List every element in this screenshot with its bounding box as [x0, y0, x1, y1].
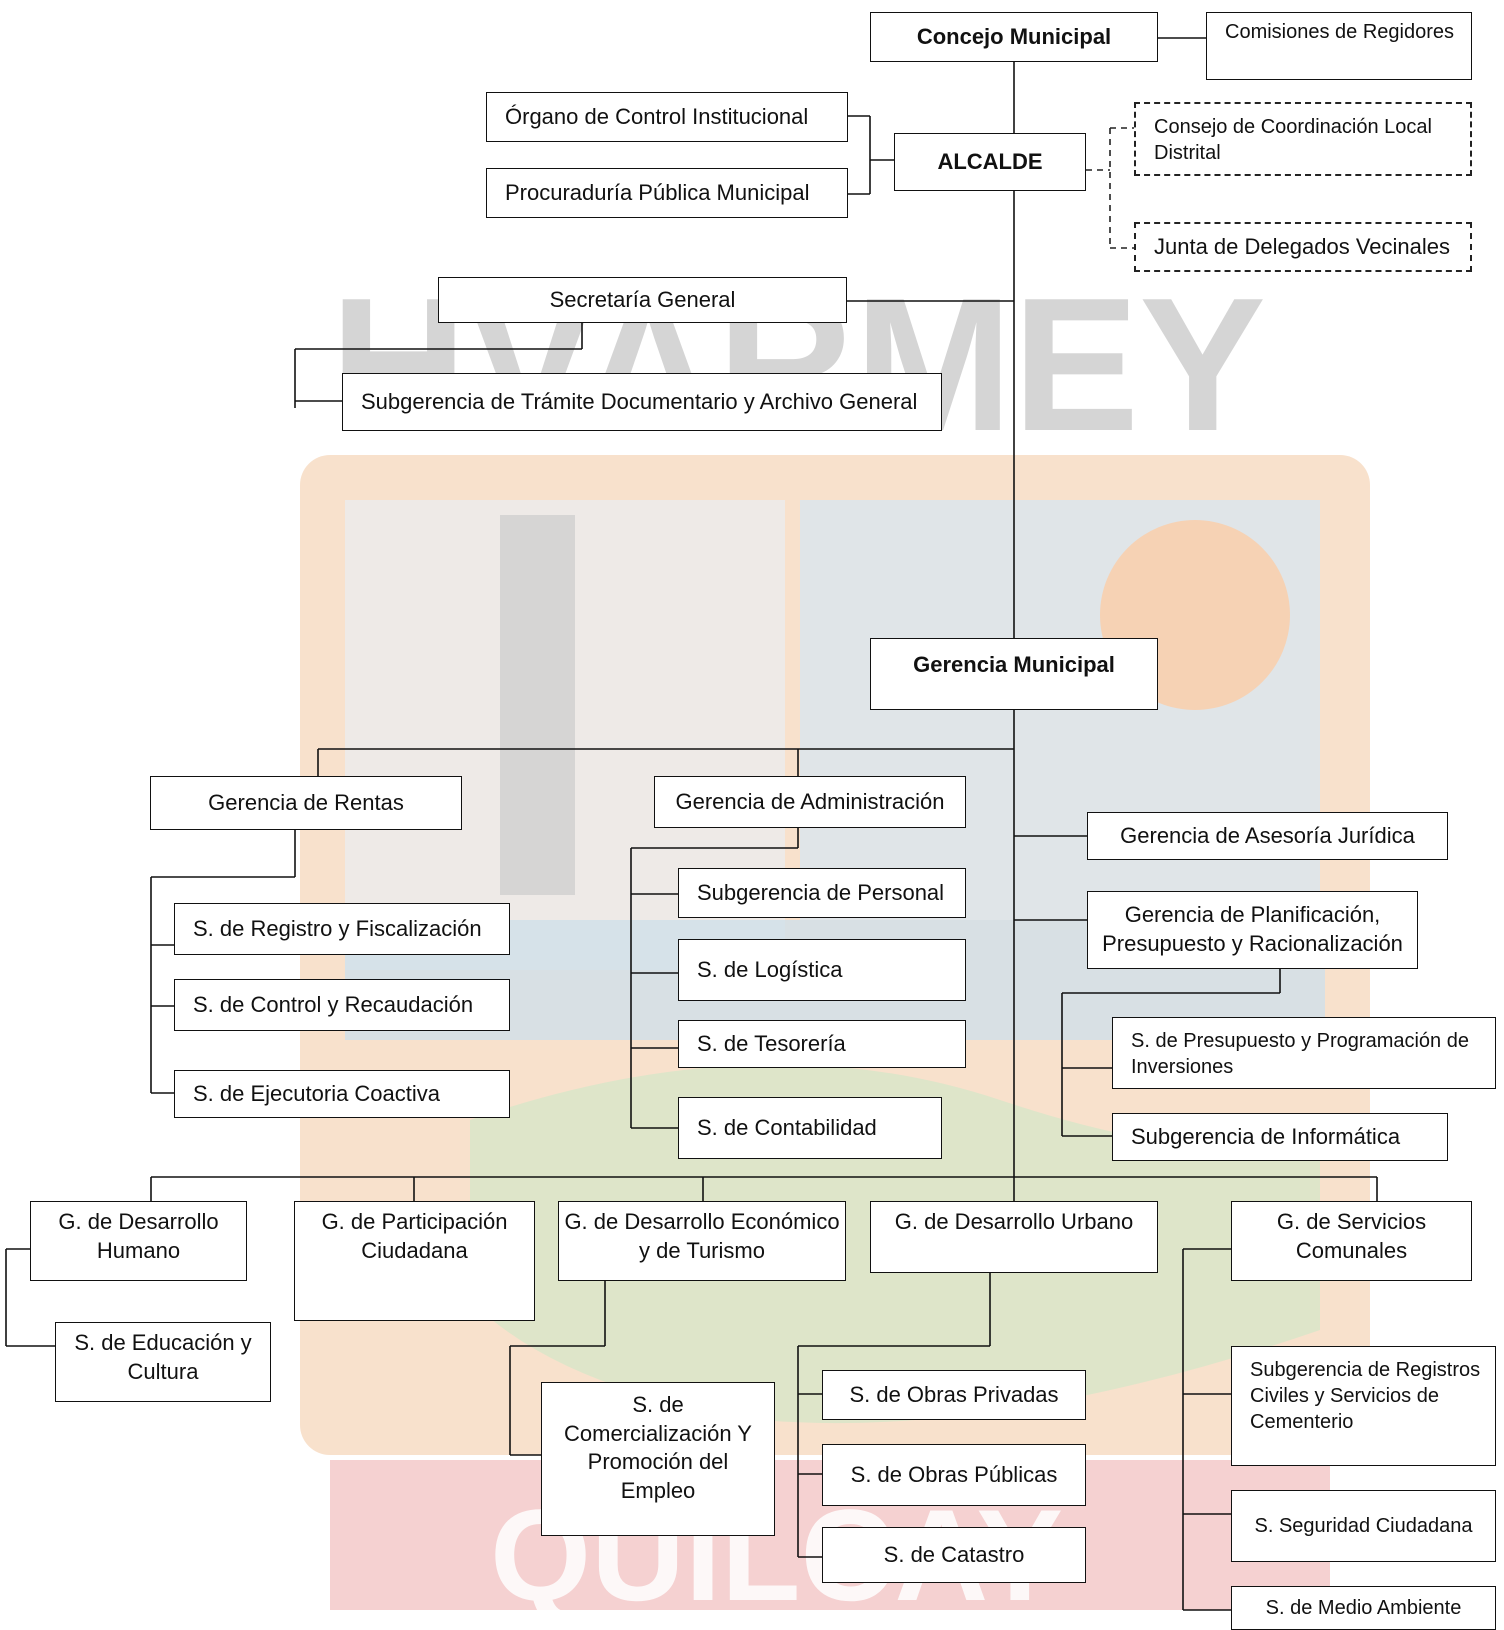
box-medio-ambiente: S. de Medio Ambiente: [1231, 1586, 1496, 1630]
box-registros-civiles: Subgerencia de Registros Civiles y Servi…: [1231, 1346, 1496, 1466]
box-secretaria-general: Secretaría General: [438, 277, 847, 323]
box-subgerencia-personal: Subgerencia de Personal: [678, 868, 966, 918]
informatica-label: Subgerencia de Informática: [1131, 1123, 1401, 1149]
oci-label: Órgano de Control Institucional: [505, 103, 809, 129]
box-tesoreria: S. de Tesorería: [678, 1020, 966, 1068]
box-desarrollo-humano: G. de Desarrollo Humano: [30, 1201, 247, 1281]
box-servicios-comunales: G. de Servicios Comunales: [1231, 1201, 1472, 1281]
box-catastro: S. de Catastro: [822, 1527, 1086, 1583]
comercializacion-label: S. de Comercialización Y Promoción del E…: [564, 1392, 752, 1503]
box-control-recaudacion: S. de Control y Recaudación: [174, 979, 510, 1031]
box-contabilidad: S. de Contabilidad: [678, 1097, 942, 1159]
box-comercializacion-empleo: S. de Comercialización Y Promoción del E…: [541, 1382, 775, 1536]
box-seguridad-ciudadana: S. Seguridad Ciudadana: [1231, 1490, 1496, 1562]
catastro-label: S. de Catastro: [883, 1541, 1025, 1567]
tesoreria-label: S. de Tesorería: [697, 1030, 846, 1056]
tramite-label: Subgerencia de Trámite Documentario y Ar…: [361, 388, 918, 414]
box-obras-publicas: S. de Obras Públicas: [822, 1444, 1086, 1506]
registro-label: S. de Registro y Fiscalización: [193, 915, 482, 941]
box-obras-privadas: S. de Obras Privadas: [822, 1370, 1086, 1420]
presupuesto-label: S. de Presupuesto y Programación de Inve…: [1131, 1030, 1469, 1078]
contabilidad-label: S. de Contabilidad: [697, 1114, 877, 1140]
box-asesoria-juridica: Gerencia de Asesoría Jurídica: [1087, 812, 1448, 860]
planificacion-label: Gerencia de Planificación, Presupuesto y…: [1102, 902, 1403, 956]
obras-publicas-label: S. de Obras Públicas: [850, 1461, 1058, 1487]
box-junta-delegados: Junta de Delegados Vecinales: [1134, 222, 1472, 272]
box-educacion-cultura: S. de Educación y Cultura: [55, 1322, 271, 1402]
registros-civiles-label: Subgerencia de Registros Civiles y Servi…: [1250, 1359, 1481, 1433]
seguridad-label: S. Seguridad Ciudadana: [1254, 1515, 1473, 1537]
box-gerencia-planificacion: Gerencia de Planificación, Presupuesto y…: [1087, 891, 1418, 969]
box-consejo-coordinacion: Consejo de Coordinación Local Distrital: [1134, 102, 1472, 176]
participacion-label: G. de Participación Ciudadana: [321, 1209, 508, 1263]
box-gerencia-administracion: Gerencia de Administración: [654, 776, 966, 828]
box-concejo-municipal: Concejo Municipal: [870, 12, 1158, 62]
obras-privadas-label: S. de Obras Privadas: [849, 1381, 1059, 1407]
control-label: S. de Control y Recaudación: [193, 991, 474, 1017]
ejecutoria-label: S. de Ejecutoria Coactiva: [193, 1080, 441, 1106]
comisiones-label: Comisiones de Regidores: [1225, 21, 1455, 43]
junta-label: Junta de Delegados Vecinales: [1154, 233, 1450, 259]
urbano-label: G. de Desarrollo Urbano: [894, 1209, 1134, 1234]
box-subgerencia-tramite: Subgerencia de Trámite Documentario y Ar…: [342, 373, 942, 431]
economico-label: G. de Desarrollo Económico y de Turismo: [564, 1209, 840, 1263]
box-registro-fiscalizacion: S. de Registro y Fiscalización: [174, 903, 510, 955]
totem-shape: [500, 515, 575, 895]
box-subgerencia-informatica: Subgerencia de Informática: [1112, 1113, 1448, 1161]
concejo-label: Concejo Municipal: [916, 23, 1112, 49]
servicios-comunales-label: G. de Servicios Comunales: [1276, 1209, 1427, 1263]
box-participacion-ciudadana: G. de Participación Ciudadana: [294, 1201, 535, 1321]
alcalde-label: ALCALDE: [937, 148, 1043, 174]
desarrollo-humano-label: G. de Desarrollo Humano: [58, 1209, 219, 1263]
box-logistica: S. de Logística: [678, 939, 966, 1001]
box-desarrollo-economico: G. de Desarrollo Económico y de Turismo: [558, 1201, 846, 1281]
logistica-label: S. de Logística: [697, 956, 843, 982]
procuraduria-label: Procuraduría Pública Municipal: [505, 179, 810, 205]
box-organo-control: Órgano de Control Institucional: [486, 92, 848, 142]
box-alcalde: ALCALDE: [894, 133, 1086, 191]
box-desarrollo-urbano: G. de Desarrollo Urbano: [870, 1201, 1158, 1273]
box-presupuesto-inversiones: S. de Presupuesto y Programación de Inve…: [1112, 1017, 1496, 1089]
gerencia-municipal-label: Gerencia Municipal: [913, 652, 1115, 677]
box-gerencia-municipal: Gerencia Municipal: [870, 638, 1158, 710]
ccl-label: Consejo de Coordinación Local Distrital: [1154, 116, 1432, 164]
rentas-label: Gerencia de Rentas: [208, 789, 404, 815]
box-ejecutoria-coactiva: S. de Ejecutoria Coactiva: [174, 1070, 510, 1118]
box-procuraduria: Procuraduría Pública Municipal: [486, 168, 848, 218]
box-gerencia-rentas: Gerencia de Rentas: [150, 776, 462, 830]
administracion-label: Gerencia de Administración: [675, 788, 945, 814]
secretaria-label: Secretaría General: [549, 286, 736, 312]
medio-ambiente-label: S. de Medio Ambiente: [1265, 1597, 1462, 1619]
box-comisiones-regidores: Comisiones de Regidores: [1206, 12, 1472, 80]
asesoria-label: Gerencia de Asesoría Jurídica: [1120, 822, 1415, 848]
educacion-label: S. de Educación y Cultura: [74, 1330, 252, 1384]
personal-label: Subgerencia de Personal: [697, 879, 945, 905]
